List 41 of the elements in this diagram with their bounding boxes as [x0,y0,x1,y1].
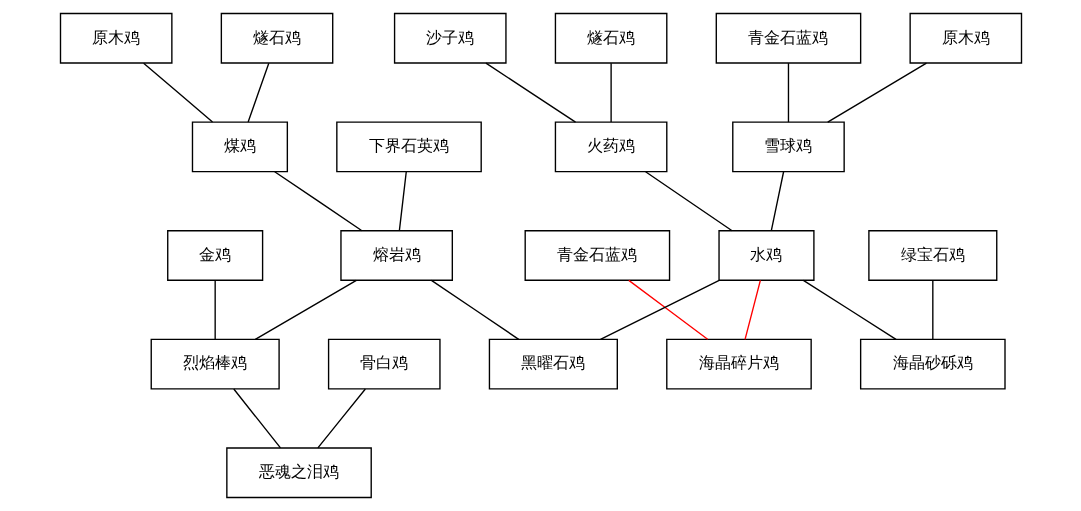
connector [214,279,216,340]
connector [246,62,269,123]
connector [273,171,363,232]
node-box: 海晶砂砾鸡 [859,338,1006,390]
node-box: 雪球鸡 [731,121,845,173]
connector [430,279,519,340]
connector [802,279,897,340]
connector [770,171,784,232]
connector [142,62,213,123]
node-box: 海晶碎片鸡 [665,338,812,390]
connector [398,171,407,232]
node-box: 火药鸡 [554,121,667,173]
connector [644,171,733,232]
node-box: 骨白鸡 [327,338,441,390]
node-box: 青金石蓝鸡 [524,230,670,281]
node-box: 烈焰棒鸡 [150,338,280,390]
node-box: 金鸡 [166,230,263,281]
connector [826,62,927,123]
connector [627,279,708,340]
connector [484,62,576,123]
node-box: 燧石鸡 [220,12,333,64]
node-box: 熔岩鸡 [339,230,453,281]
connector [743,279,761,340]
connector [599,279,720,340]
connector [232,388,281,449]
node-box: 恶魂之泪鸡 [225,447,372,499]
node-box: 绿宝石鸡 [867,230,997,281]
connector [254,279,357,340]
node-box: 燧石鸡 [554,12,667,64]
connector [609,62,612,123]
node-box: 沙子鸡 [393,12,507,64]
connector [787,62,789,123]
connector [316,388,366,449]
node-box: 水鸡 [717,230,815,281]
node-box: 青金石蓝鸡 [715,12,861,64]
node-box: 原木鸡 [59,12,173,64]
node-box: 原木鸡 [908,12,1022,64]
node-box: 下界石英鸡 [335,121,482,173]
node-box: 煤鸡 [191,121,288,173]
node-box: 黑曜石鸡 [488,338,618,390]
connector [931,279,933,340]
